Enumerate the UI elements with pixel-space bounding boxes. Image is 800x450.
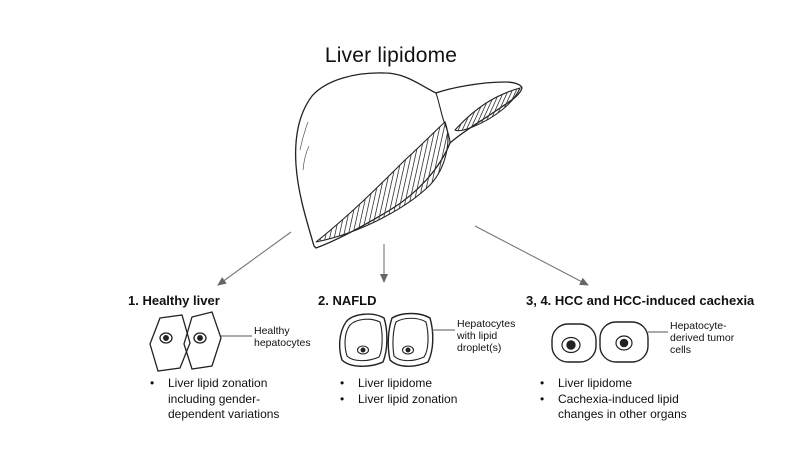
hatch-line	[455, 88, 482, 131]
hatch-line	[358, 122, 389, 242]
hatch-line	[316, 122, 331, 242]
cell-label-line: droplet(s)	[457, 342, 502, 354]
tumor-cell-right	[599, 321, 649, 363]
bullet-item: Liver lipidome	[338, 376, 498, 392]
tumor-cell-left	[551, 323, 597, 363]
cell-label-line: Hepatocytes	[457, 318, 516, 330]
hatch-line	[430, 122, 448, 242]
healthy-cell-right	[183, 311, 222, 370]
hatch-line	[453, 115, 483, 250]
hatch-line	[455, 88, 470, 131]
hatch-line	[412, 122, 443, 242]
liver-right-lobe-edge	[454, 87, 521, 132]
healthy-liver-bullets: Liver lipid zonation including gender-de…	[148, 376, 308, 423]
cell-label-line: cells	[670, 344, 692, 356]
hatch-line	[463, 88, 490, 131]
hatch-line	[316, 122, 340, 242]
hatch-line	[449, 115, 479, 250]
hatch-line	[316, 122, 344, 242]
hatch-line	[376, 122, 407, 242]
nucleus-icon	[615, 335, 633, 351]
hatch-line	[353, 122, 385, 242]
liver-detail-stroke	[299, 121, 310, 171]
hcc-bullets: Liver lipidome Cachexia-induced lipid ch…	[538, 376, 708, 423]
hatch-line	[317, 122, 349, 242]
hatch-line	[524, 80, 549, 135]
hatch-line	[403, 122, 434, 242]
hatch-line	[380, 122, 412, 242]
cell-label-line: Healthy	[254, 325, 290, 337]
nafld-cell-right-outer	[387, 312, 434, 367]
cell-label-line: derived tumor	[670, 332, 735, 344]
hatch-line	[491, 88, 518, 131]
hatch-line	[367, 122, 398, 242]
hatch-line	[322, 122, 353, 242]
healthy-hepatocytes-label: Healthy hepatocytes	[254, 325, 311, 349]
bullet-item: Cachexia-induced lipid changes in other …	[538, 392, 708, 423]
nafld-hepatocytes-illustration	[338, 312, 455, 367]
nucleus-icon	[356, 345, 370, 355]
nafld-cell-left-outer	[338, 313, 388, 367]
hatch-line	[439, 122, 448, 242]
nucleus-icon	[401, 345, 415, 355]
healthy-hepatocytes-illustration	[149, 311, 252, 372]
nafld-cell-left-inner	[344, 318, 383, 362]
hatch-line	[394, 122, 425, 242]
hatch-line	[344, 122, 376, 242]
nucleus-icon	[561, 336, 581, 354]
hatch-line	[326, 122, 358, 242]
nafld-bullets: Liver lipidome Liver lipid zonation	[338, 376, 498, 407]
cell-label-line: with lipid	[457, 330, 498, 342]
hatch-line	[389, 122, 421, 242]
diagram-title: Liver lipidome	[324, 44, 458, 67]
section-heading-hcc: 3, 4. HCC and HCC-induced cachexia	[526, 293, 755, 308]
hatch-line	[467, 88, 494, 131]
nucleus-icon	[193, 332, 207, 344]
hatch-line	[335, 122, 367, 242]
hatch-line	[349, 122, 380, 242]
hatch-line	[371, 122, 403, 242]
liver-shading-right	[455, 80, 553, 135]
liver-illustration	[294, 72, 553, 250]
hatch-line	[421, 122, 448, 242]
hatch-line	[362, 122, 394, 242]
hatch-line	[407, 122, 439, 242]
hatch-line	[503, 88, 520, 131]
hatch-line	[519, 88, 520, 131]
bullet-item: Liver lipid zonation including gender-de…	[148, 376, 308, 423]
hcc-cells-illustration	[551, 321, 668, 363]
hatch-line	[471, 88, 498, 131]
hatch-line	[416, 122, 448, 242]
cell-label-line: Hepatocyte-	[670, 320, 727, 332]
bullet-item: Liver lipid zonation	[338, 392, 498, 408]
liver-underside	[315, 121, 449, 243]
hatch-line	[487, 88, 514, 131]
bullet-item: Liver lipidome	[538, 376, 708, 392]
nafld-cell-right-inner	[392, 317, 429, 362]
hatch-line	[511, 88, 520, 131]
arrow-to-hcc	[474, 225, 589, 286]
hatch-line	[385, 122, 416, 242]
healthy-cell-left	[149, 314, 191, 372]
liver-outline	[294, 72, 523, 249]
nucleus-icon	[159, 332, 173, 344]
section-heading-nafld: 2. NAFLD	[318, 293, 377, 308]
cell-label-line: hepatocytes	[254, 337, 311, 349]
section-heading-healthy-liver: 1. Healthy liver	[128, 293, 220, 308]
hatch-line	[528, 80, 553, 135]
nafld-cells-label: Hepatocytes with lipid droplet(s)	[457, 318, 515, 354]
arrow-to-healthy-liver	[217, 231, 292, 286]
hcc-cells-label: Hepatocyte- derived tumor cells	[670, 320, 734, 356]
hatch-line	[507, 88, 520, 131]
